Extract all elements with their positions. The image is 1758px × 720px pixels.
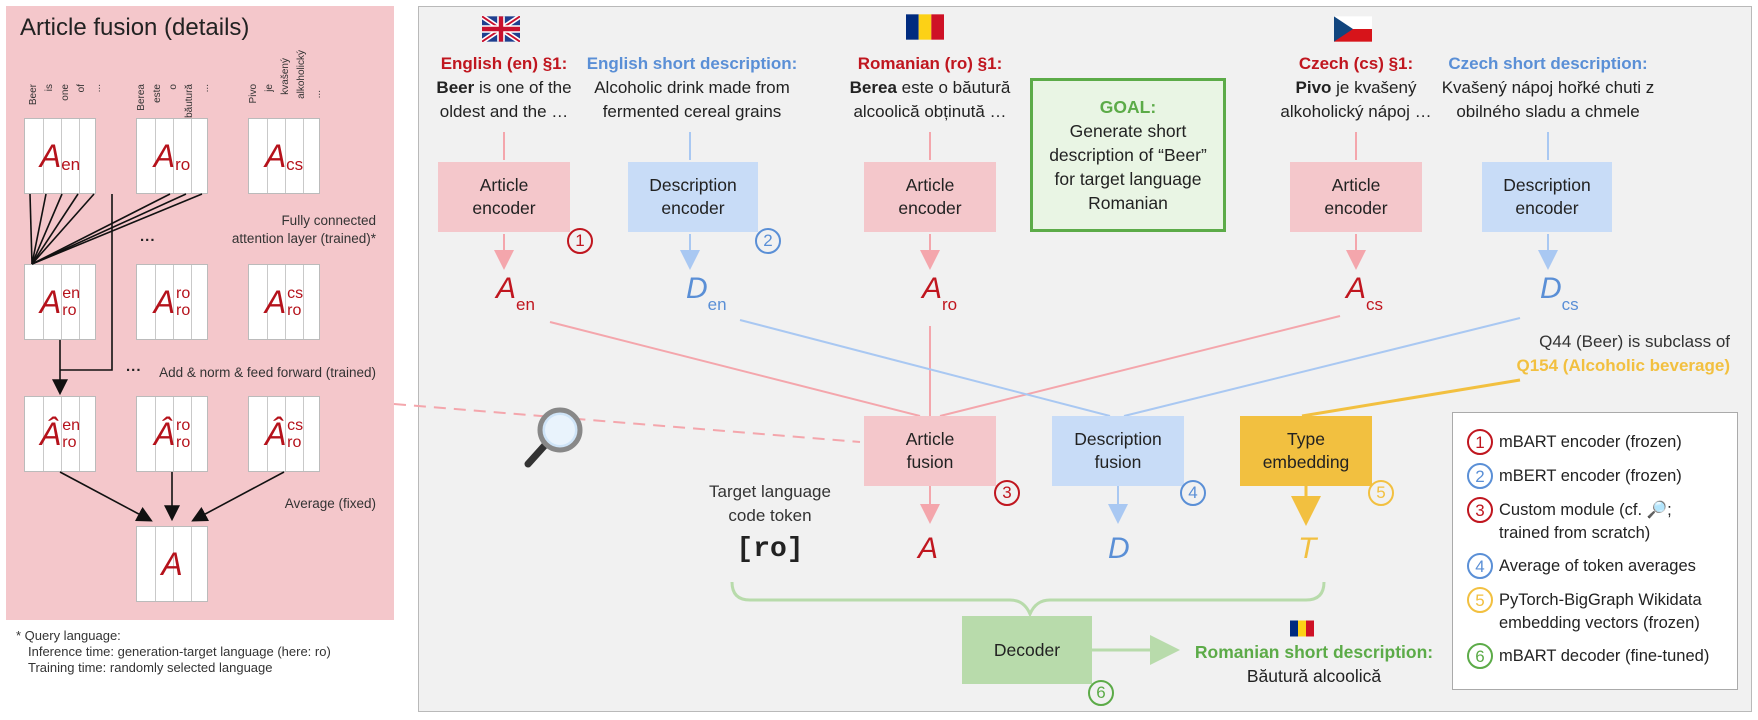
- romanian-article-text: Romanian (ro) §1: Berea este o băutură a…: [849, 54, 1011, 121]
- matrix-a-final: A: [136, 526, 208, 602]
- romania-flag-icon: [906, 14, 944, 40]
- ellipsis-1: ...: [140, 228, 156, 245]
- english-description-text: English short description: Alcoholic dri…: [586, 54, 798, 121]
- legend: 1 mBART encoder (frozen) 2 mBERT encoder…: [1452, 412, 1738, 690]
- footnote: * Query language: Inference time: genera…: [16, 628, 331, 675]
- legend-item-6: 6 mBART decoder (fine-tuned): [1467, 643, 1729, 669]
- vector-d-fused: D: [1108, 532, 1130, 565]
- romanian-output: Romanian short description: Băutură alco…: [1194, 642, 1434, 686]
- type-note: Q44 (Beer) is subclass of Q154 (Alcoholi…: [1516, 332, 1730, 375]
- left-panel-title: Article fusion (details): [20, 14, 250, 41]
- addnorm-note: Add & norm & feed forward (trained): [159, 365, 376, 380]
- ellipsis-2: ...: [126, 358, 142, 375]
- vector-d-en: Den: [686, 272, 727, 314]
- number-2-badge: 2: [755, 228, 781, 254]
- goal-box: GOAL: Generate short description of “Bee…: [1030, 78, 1226, 232]
- target-language-label: Target language code token: [709, 482, 831, 525]
- uk-flag-icon: [482, 16, 520, 42]
- number-6-badge: 6: [1088, 680, 1114, 706]
- vector-a-cs: Acs: [1346, 272, 1384, 314]
- target-language-token: [ro]: [736, 534, 804, 565]
- czech-flag-icon: [1334, 16, 1372, 42]
- vector-d-cs: Dcs: [1540, 272, 1579, 314]
- number-3-badge: 3: [994, 480, 1020, 506]
- vector-t: T: [1298, 532, 1317, 565]
- english-article-text: English (en) §1: Beer is one of the olde…: [436, 54, 572, 121]
- czech-article-text: Czech (cs) §1: Pivo je kvašený alkoholic…: [1280, 54, 1432, 121]
- legend-item-3: 3 Custom module (cf. 🔎;trained from scra…: [1467, 497, 1729, 545]
- romania-flag-small-icon: [1290, 620, 1314, 637]
- vector-a-ro: Aro: [922, 272, 958, 314]
- legend-item-1: 1 mBART encoder (frozen): [1467, 429, 1729, 455]
- magnifier-icon: [524, 407, 583, 468]
- number-5-badge: 5: [1368, 480, 1394, 506]
- czech-description-text: Czech short description: Kvašený nápoj h…: [1441, 54, 1655, 121]
- average-note: Average (fixed): [284, 496, 376, 511]
- number-4-badge: 4: [1180, 480, 1206, 506]
- legend-item-2: 2 mBERT encoder (frozen): [1467, 463, 1729, 489]
- number-1-badge: 1: [567, 228, 593, 254]
- legend-item-4: 4 Average of token averages: [1467, 553, 1729, 579]
- vector-a-fused: A: [918, 532, 939, 565]
- vector-a-en: Aen: [496, 272, 535, 314]
- decoder-box: Decoder: [962, 616, 1092, 684]
